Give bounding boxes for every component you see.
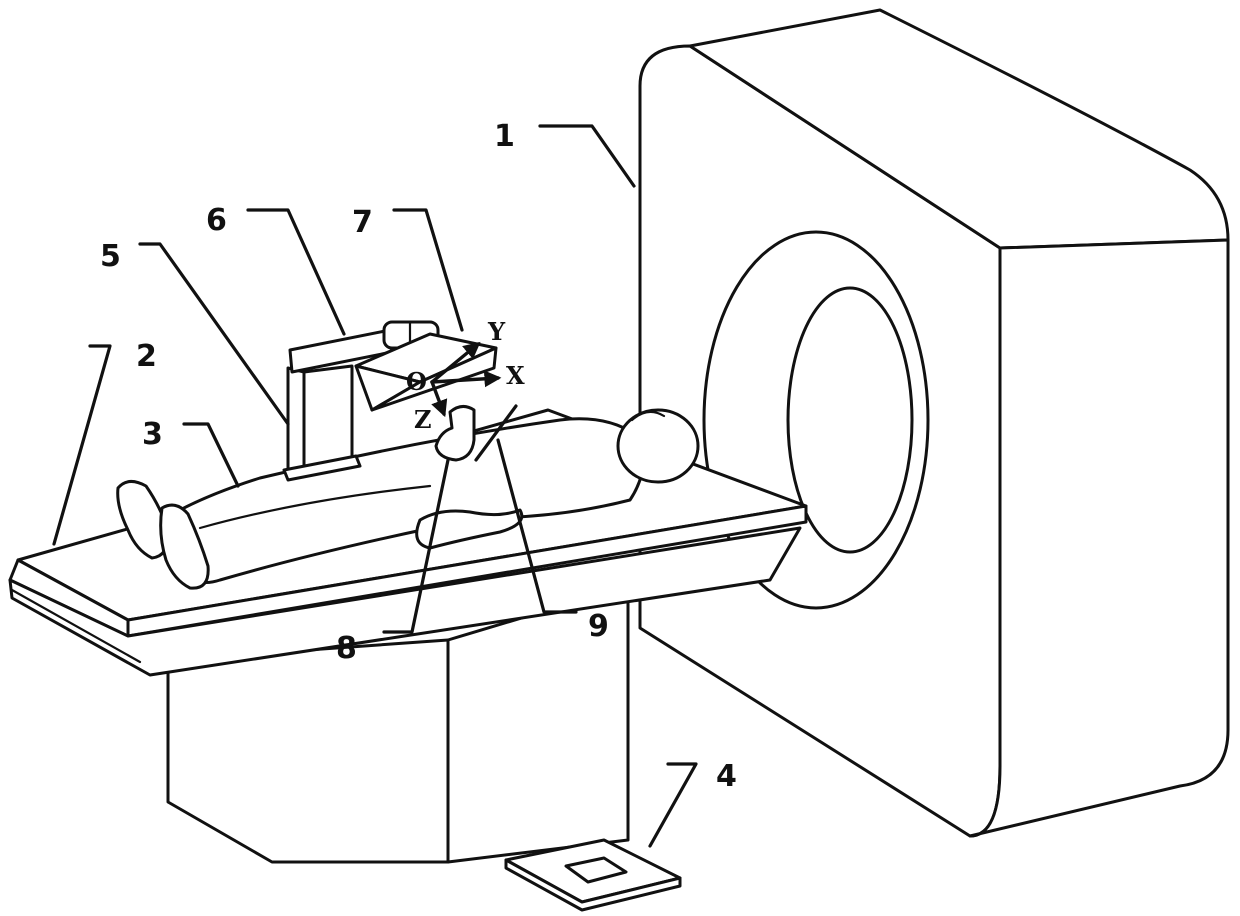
callout-3: 3 <box>142 417 163 452</box>
callout-1: 1 <box>494 119 515 154</box>
robot-column <box>284 366 360 480</box>
axis-z-label: Z <box>414 405 432 434</box>
pedestal-front <box>168 640 448 862</box>
axis-y-label: Y <box>487 317 506 346</box>
callout-5: 5 <box>100 239 121 274</box>
leader-6 <box>248 210 344 334</box>
callout-7: 7 <box>352 205 373 240</box>
holder-body <box>436 406 474 460</box>
axis-origin-label: O <box>406 367 427 396</box>
leader-4 <box>650 764 696 846</box>
callout-4: 4 <box>716 759 737 794</box>
leader-2 <box>54 346 110 544</box>
gantry-side-face <box>970 240 1228 836</box>
callout-8: 8 <box>336 631 357 666</box>
axis-x-label: X <box>506 361 525 390</box>
leader-7 <box>394 210 462 330</box>
leader-3 <box>184 424 238 486</box>
patient-head <box>618 410 698 482</box>
leader-1 <box>540 126 634 186</box>
callout-9: 9 <box>588 609 609 644</box>
column-side <box>304 366 352 468</box>
callout-2: 2 <box>136 339 157 374</box>
leader-5 <box>140 244 288 424</box>
column-front <box>288 368 304 472</box>
ct-gantry <box>640 10 1228 836</box>
callout-6: 6 <box>206 203 227 238</box>
needle-holder <box>436 406 474 460</box>
